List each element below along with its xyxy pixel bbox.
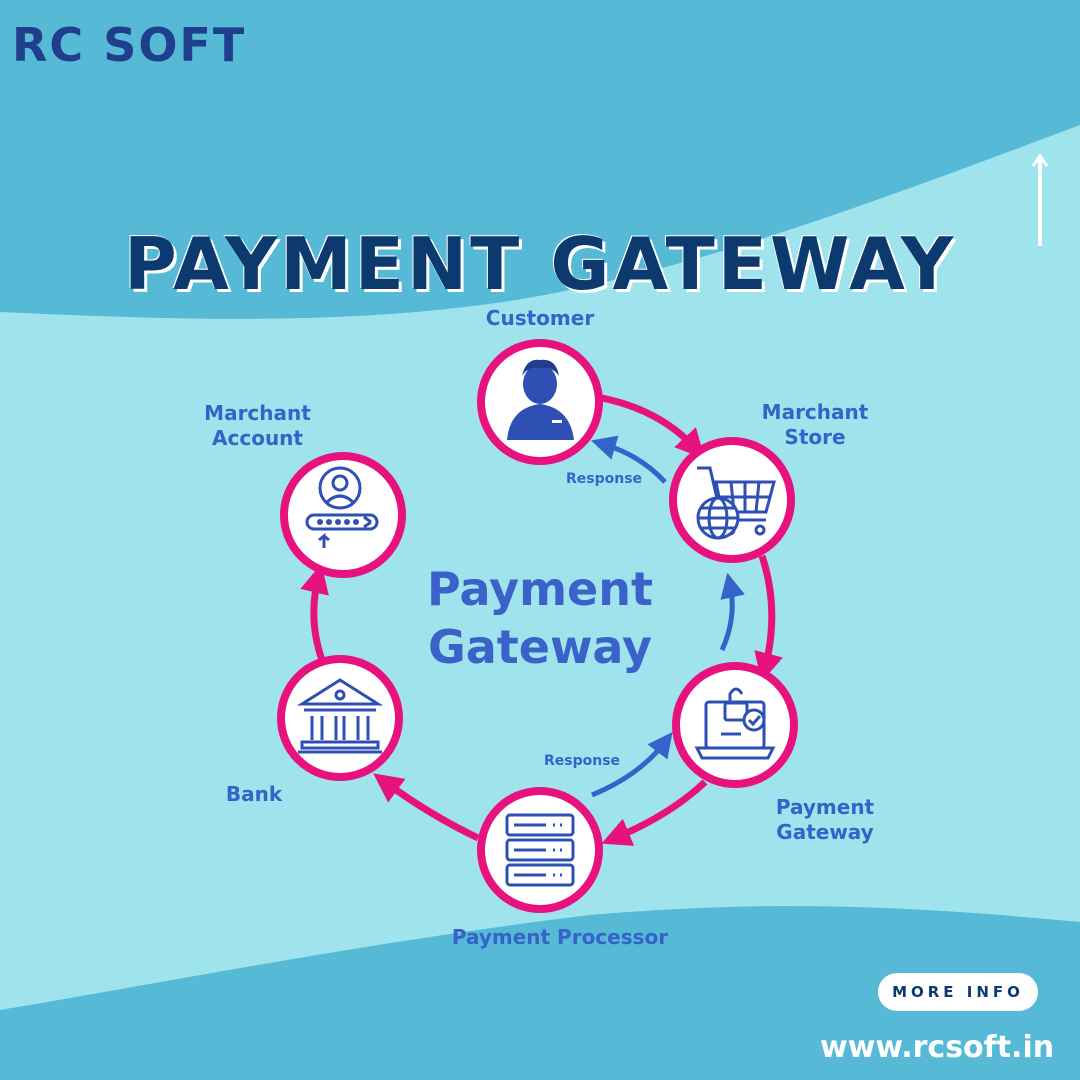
label-marchant-account: Marchant Account [204, 401, 311, 450]
label-customer: Customer [485, 306, 595, 330]
node-bank [277, 655, 403, 781]
label-bank: Bank [225, 782, 283, 806]
customer-user-icon [507, 359, 574, 440]
background-top-wave [0, 0, 1080, 319]
node-payment-processor [477, 787, 603, 913]
website-link[interactable]: www.rcsoft.in [820, 1030, 1055, 1065]
flow-arrow-bank-to-account [300, 563, 329, 662]
response-arrow-processor-to-gateway [591, 732, 673, 798]
account-login-icon [305, 466, 379, 548]
label-marchant-store: Marchant Store [761, 400, 869, 449]
response-arrow-store-to-customer [591, 435, 667, 484]
node-payment-gateway [672, 662, 798, 788]
response-label-top: Response [566, 471, 643, 487]
background-bottom-wave [0, 906, 1080, 1080]
more-info-button[interactable]: MORE INFO [878, 973, 1038, 1011]
brand-logo: RC SOFT [12, 18, 247, 72]
page-title: PAYMENT GATEWAY [123, 222, 957, 306]
server-stack-icon [505, 813, 575, 887]
node-customer [477, 339, 603, 465]
center-title: Payment Gateway [427, 562, 653, 674]
flow-arrow-gateway-to-processor [601, 779, 708, 846]
response-arrow-gateway-to-store [719, 572, 745, 652]
laptop-lock-check-icon [694, 687, 776, 760]
flow-arrow-processor-to-bank [373, 773, 480, 842]
response-label-bottom: Response [544, 753, 621, 769]
label-payment-processor: Payment Processor [451, 925, 669, 949]
scroll-up-arrow-icon [1031, 153, 1049, 246]
flow-arrow-store-to-gateway [754, 554, 783, 683]
node-marchant-store [669, 437, 795, 563]
bank-building-icon [296, 678, 384, 754]
node-marchant-account [280, 452, 406, 578]
label-payment-gateway: Payment Gateway [775, 795, 875, 844]
flow-arrow-customer-to-store [601, 394, 705, 459]
shopping-cart-globe-icon [696, 466, 776, 540]
